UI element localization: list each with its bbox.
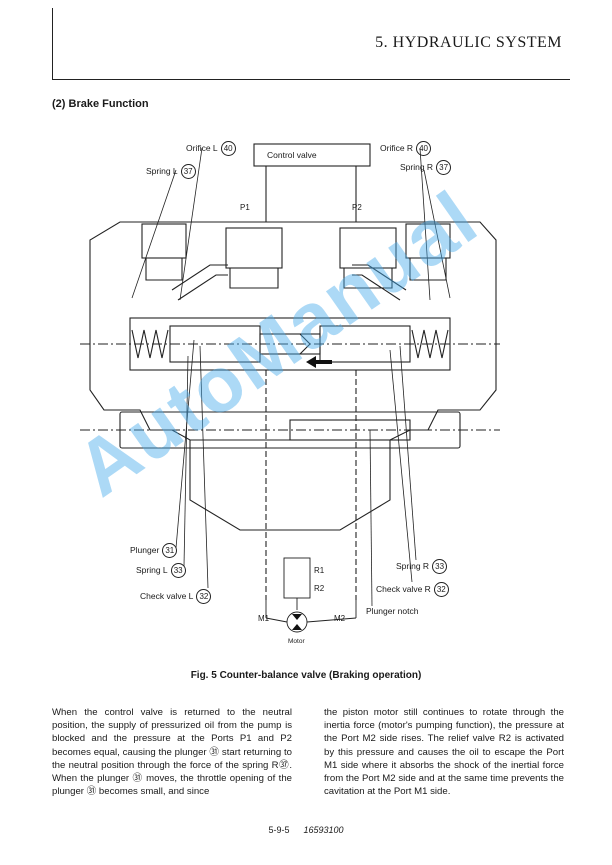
callout-check-valve-r-text: Check valve R [376,583,431,594]
circuit-motor-label: Motor [288,638,305,645]
callout-plunger-text: Plunger [130,544,160,555]
callout-spring-l-top-num: 37 [180,164,196,179]
callout-orifice-l-text: Orifice L [186,142,218,153]
callout-spring-r-top-num: 37 [436,160,452,175]
flow-arrow [306,356,332,368]
port-p2-label: P2 [352,203,362,212]
callout-orifice-l-num: 40 [220,141,236,156]
callout-check-valve-l-text: Check valve L [140,590,194,601]
page-number: 5-9-5 [268,825,290,835]
callout-check-valve-r-num: 32 [433,582,449,597]
body-left-paragraph: When the control valve is returned to th… [52,707,292,798]
section-title: (2) Brake Function [52,98,149,110]
circuit-m2-label: M2 [334,614,346,623]
header-frame: 5. HYDRAULIC SYSTEM [52,8,570,80]
callout-orifice-r-text: Orifice R [380,142,414,153]
callout-orifice-r-num: 40 [416,141,432,156]
circuit-r1-label: R1 [314,566,325,575]
callout-spring-r-top-text: Spring R [400,161,434,172]
circuit-m1-label: M1 [258,614,270,623]
callout-spring-l-bottom-text: Spring L [136,564,168,575]
figure-caption: Fig. 5 Counter-balance valve (Braking op… [190,670,422,681]
callout-spring-r-bottom-text: Spring R [396,560,430,571]
circuit-r2-label: R2 [314,584,325,593]
control-valve-label: Control valve [267,150,317,160]
callout-plunger-num: 31 [162,543,178,558]
callout-check-valve-l-num: 32 [196,589,212,604]
callout-spring-l-bottom-num: 33 [170,563,186,578]
callout-plunger-notch: Plunger notch [366,606,418,616]
control-valve-box [253,143,371,167]
body-right-paragraph: the piston motor still continues to rota… [324,707,564,798]
page-footer: 5-9-5 16593100 [0,825,612,835]
header-title: 5. HYDRAULIC SYSTEM [375,34,562,51]
port-p1-label: P1 [240,203,250,212]
document-number: 16593100 [303,825,344,835]
callout-spring-r-bottom-num: 33 [432,559,448,574]
callout-spring-l-top-text: Spring L [146,165,178,176]
valve-diagram [80,143,500,633]
callout-plunger-notch-text: Plunger notch [366,606,419,616]
